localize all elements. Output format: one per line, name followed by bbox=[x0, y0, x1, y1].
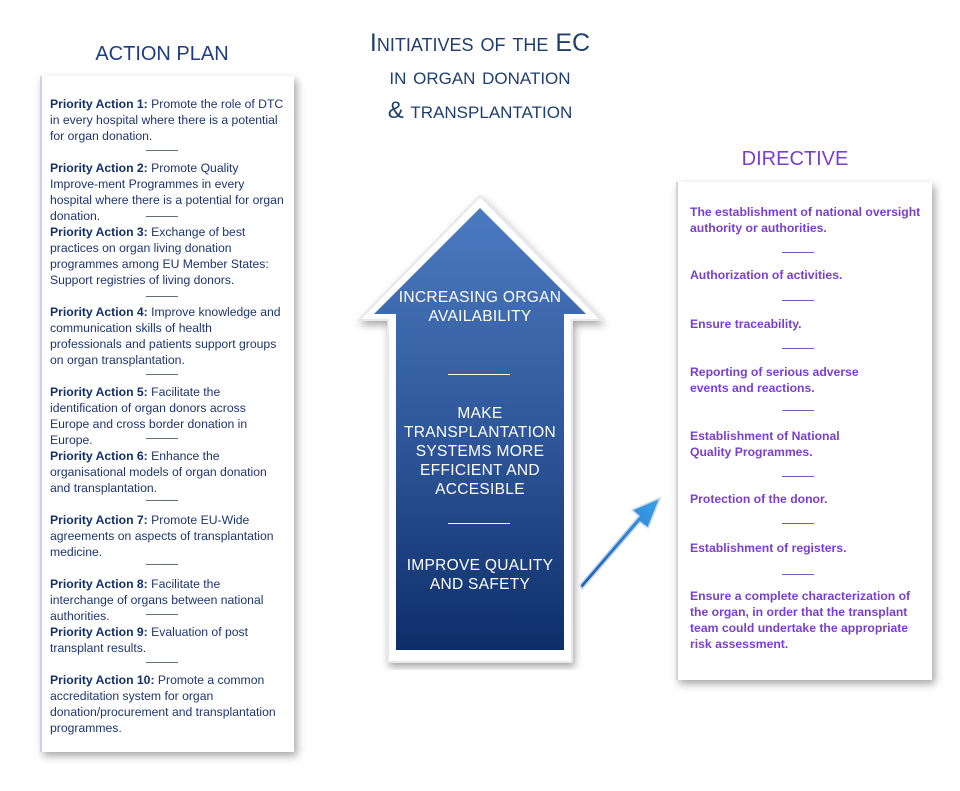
separator bbox=[146, 374, 178, 375]
separator bbox=[146, 500, 178, 501]
directive-item-8: Ensure a complete characterization of th… bbox=[690, 589, 911, 651]
goal-organ-availability: INCREASING ORGAN AVAILABILITY bbox=[398, 289, 562, 325]
directive-heading: DIRECTIVE bbox=[741, 148, 849, 170]
priority-action-4-label: Priority Action 4: bbox=[50, 305, 148, 319]
priority-action-7-text: Promote EU-Wide agreements on aspects of… bbox=[50, 513, 274, 559]
separator bbox=[782, 300, 814, 301]
priority-action-1-text: Promote the role of DTC in every hospita… bbox=[50, 97, 284, 143]
priority-action-9: Priority Action 9: Evaluation of post tr… bbox=[50, 624, 286, 656]
action-plan-panel: Priority Action 1: Promote the role of D… bbox=[40, 76, 294, 752]
separator bbox=[782, 410, 814, 411]
arrow-body bbox=[374, 208, 586, 650]
priority-action-2: Priority Action 2: Promote Quality Impro… bbox=[50, 160, 286, 224]
separator bbox=[782, 252, 814, 253]
separator bbox=[146, 438, 178, 439]
priority-action-8-text: Facilitate the interchange of organs bet… bbox=[50, 577, 264, 623]
priority-action-4-text: Improve knowledge and communication skil… bbox=[50, 305, 281, 367]
directive-item-7: Establishment of registers. bbox=[690, 541, 847, 555]
priority-action-6-label: Priority Action 6: bbox=[50, 449, 148, 463]
priority-action-5-text: Facilitate the identification of organ d… bbox=[50, 385, 248, 447]
priority-action-8: Priority Action 8: Facilitate the interc… bbox=[50, 576, 286, 624]
priority-action-3-label: Priority Action 3: bbox=[50, 225, 148, 239]
separator bbox=[782, 523, 814, 524]
title-line-1: Initiatives of the EC bbox=[369, 29, 591, 57]
connector-arrow-icon bbox=[579, 496, 662, 591]
priority-action-1: Priority Action 1: Promote the role of D… bbox=[50, 96, 286, 144]
priority-action-5: Priority Action 5: Facilitate the identi… bbox=[50, 384, 286, 448]
title-line-2: in organ donation bbox=[389, 63, 571, 90]
priority-action-10-text: Promote a common accreditation system fo… bbox=[50, 673, 276, 735]
directive-item-4: Reporting of serious adverse events and … bbox=[690, 365, 859, 395]
priority-action-4: Priority Action 4: Improve knowledge and… bbox=[50, 304, 286, 368]
goal-efficient-systems: MAKE TRANSPLANTATION SYSTEMS MORE EFFICI… bbox=[403, 405, 557, 498]
priority-action-3: Priority Action 3: Exchange of best prac… bbox=[50, 224, 286, 288]
priority-action-9-label: Priority Action 9: bbox=[50, 625, 148, 639]
directive-item-2: Authorization of activities. bbox=[690, 268, 843, 282]
separator bbox=[146, 216, 178, 217]
priority-action-1-label: Priority Action 1: bbox=[50, 97, 148, 111]
priority-action-6: Priority Action 6: Enhance the organisat… bbox=[50, 448, 286, 496]
action-plan-heading: ACTION PLAN bbox=[95, 43, 229, 65]
priority-action-10-label: Priority Action 10: bbox=[50, 673, 155, 687]
directive-panel: The establishment of national oversight … bbox=[676, 182, 932, 680]
up-arrow-graphic bbox=[356, 194, 604, 663]
directive-item-1: The establishment of national oversight … bbox=[690, 205, 921, 235]
priority-action-8-label: Priority Action 8: bbox=[50, 577, 148, 591]
separator bbox=[146, 150, 178, 151]
goal-quality-safety: IMPROVE QUALITY AND SAFETY bbox=[406, 557, 554, 593]
separator bbox=[782, 476, 814, 477]
priority-action-6-text: Enhance the organisational models of org… bbox=[50, 449, 267, 495]
priority-action-9-text: Evaluation of post transplant results. bbox=[50, 625, 249, 655]
priority-action-10: Priority Action 10: Promote a common acc… bbox=[50, 672, 286, 736]
separator bbox=[146, 296, 178, 297]
directive-item-6: Protection of the donor. bbox=[690, 492, 828, 506]
separator bbox=[782, 574, 814, 575]
arrow-separator bbox=[448, 523, 510, 524]
separator bbox=[146, 662, 178, 663]
directive-item-5: Establishment of National Quality Progra… bbox=[690, 429, 840, 459]
priority-action-3-text: Exchange of best practices on organ livi… bbox=[50, 225, 269, 287]
separator bbox=[782, 348, 814, 349]
priority-action-2-text: Promote Quality Improve-ment Programmes … bbox=[50, 161, 284, 223]
arrow-separator bbox=[448, 374, 510, 375]
priority-action-7-label: Priority Action 7: bbox=[50, 513, 148, 527]
priority-action-2-label: Priority Action 2: bbox=[50, 161, 148, 175]
priority-action-5-label: Priority Action 5: bbox=[50, 385, 148, 399]
directive-item-3: Ensure traceability. bbox=[690, 317, 802, 331]
title-line-3: & transplantation bbox=[387, 97, 573, 124]
separator bbox=[146, 564, 178, 565]
separator bbox=[146, 614, 178, 615]
priority-action-7: Priority Action 7: Promote EU-Wide agree… bbox=[50, 512, 286, 560]
diagram-title: Initiatives of the EC in organ donation … bbox=[290, 26, 670, 128]
